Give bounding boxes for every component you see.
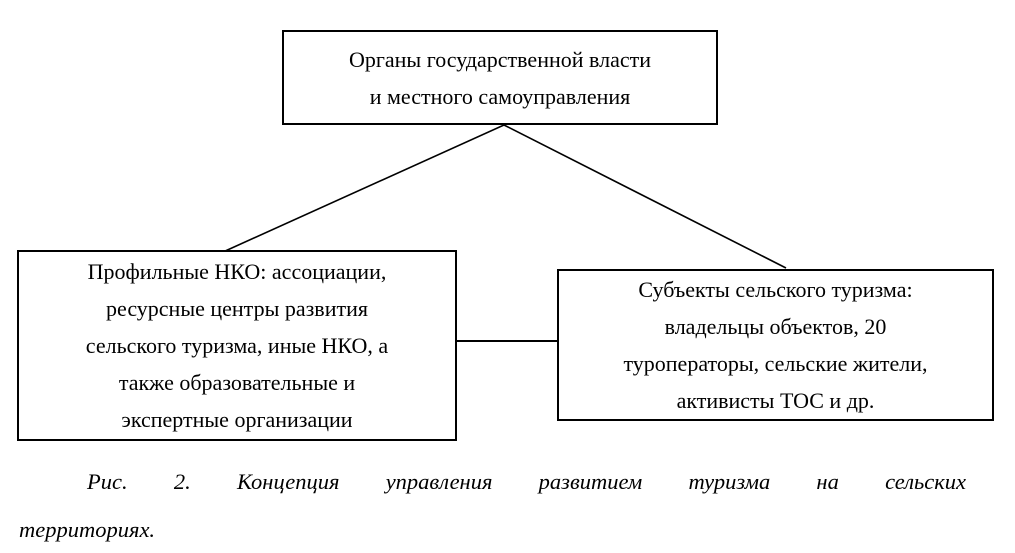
figure-caption-line: Рис. 2. Концепция управления развитием т… bbox=[87, 469, 966, 494]
figure-caption: Рис. 2. Концепция управления развитием т… bbox=[19, 468, 966, 543]
government-bodies-box-line: Органы государственной власти bbox=[348, 46, 652, 72]
tourism-subjects-box-line: активисты ТОС и др. bbox=[676, 388, 875, 413]
profile-nko-box-line: также образовательные и bbox=[118, 370, 356, 395]
profile-nko-box-line: экспертные организации bbox=[121, 407, 353, 432]
government-bodies-box: Органы государственной власти и местного… bbox=[282, 30, 718, 125]
profile-nko-box-line: Профильные НКО: ассоциации, bbox=[87, 259, 387, 284]
profile-nko-box-line: сельского туризма, иные НКО, а bbox=[85, 333, 389, 358]
profile-nko-box-line: ресурсные центры развития bbox=[106, 296, 368, 321]
figure-caption-line: территориях. bbox=[19, 517, 156, 542]
profile-nko-box: Профильные НКО: ассоциации, ресурсные це… bbox=[17, 250, 457, 441]
government-bodies-box-line: и местного самоуправления bbox=[369, 83, 631, 109]
tourism-subjects-box-line: Субъекты сельского туризма: bbox=[638, 277, 913, 302]
tourism-subjects-box-line: туроператоры, сельские жители, bbox=[623, 351, 928, 376]
connector-top-to-left-line bbox=[222, 124, 505, 253]
tourism-subjects-box: Субъекты сельского туризма: владельцы об… bbox=[557, 269, 994, 421]
tourism-subjects-box-line: владельцы объектов, 20 bbox=[664, 314, 887, 339]
connector-top-to-right-line bbox=[503, 124, 787, 269]
